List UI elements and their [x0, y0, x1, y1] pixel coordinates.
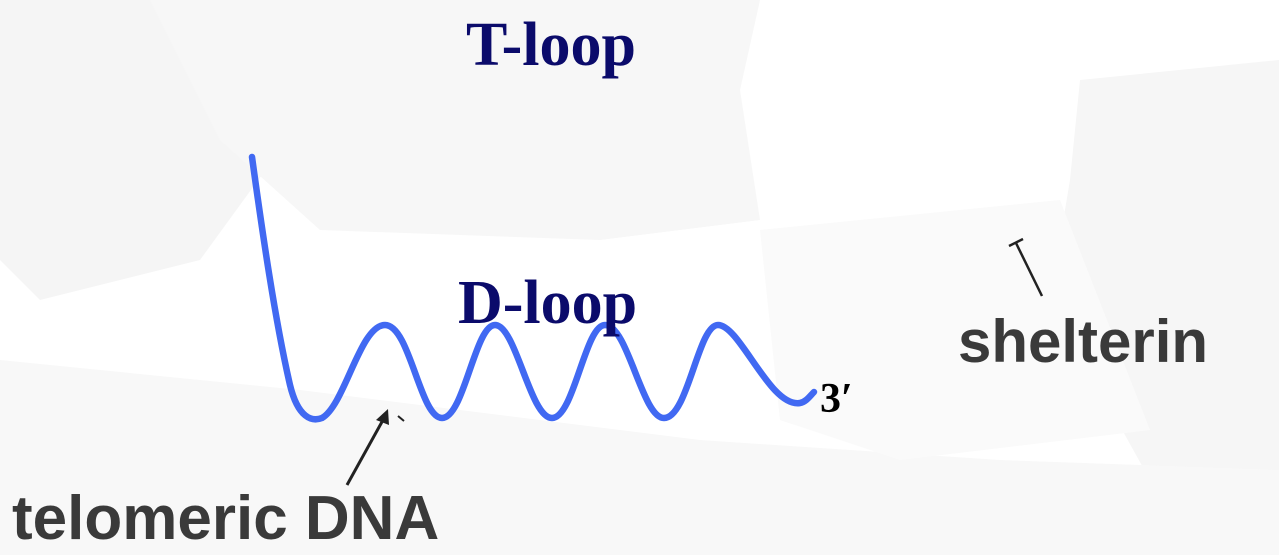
- telomeric-dna-arrow: [345, 419, 385, 486]
- telomeric-dna-strand: [248, 153, 818, 423]
- d-loop-label: D-loop: [458, 269, 638, 337]
- background-shape-center: [150, 0, 760, 240]
- shelterin-label: shelterin: [958, 308, 1209, 375]
- small-tick-mark: [397, 415, 405, 422]
- telomeric-dna-label: telomeric DNA: [12, 484, 440, 553]
- telomeric-dna-arrowhead: [376, 409, 389, 425]
- shelterin-pointer-cap: [1008, 237, 1024, 248]
- background-shape-bottom: [0, 360, 1279, 555]
- three-prime-end-label: 3′: [820, 376, 853, 422]
- background-shape-mid: [760, 200, 1150, 460]
- shelterin-pointer-line: [1014, 242, 1044, 297]
- t-loop-label: T-loop: [466, 11, 637, 79]
